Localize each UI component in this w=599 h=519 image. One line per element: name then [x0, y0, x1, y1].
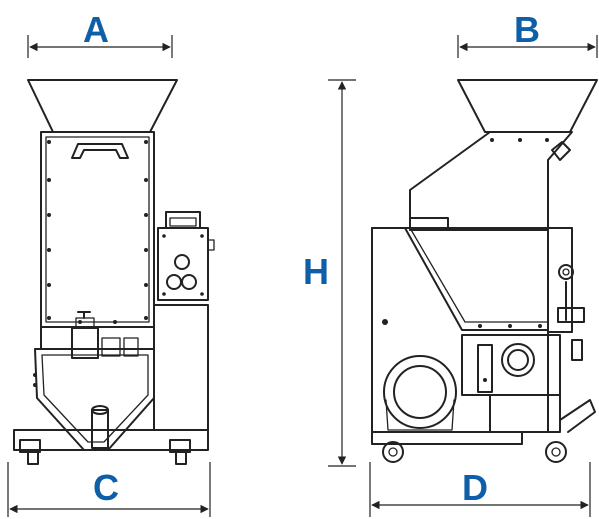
label-a: A	[83, 9, 109, 50]
front-view	[13, 79, 215, 465]
dimension-c	[7, 462, 211, 517]
cabinet-bolts	[47, 140, 148, 324]
label-c: C	[93, 467, 119, 508]
dimension-a	[27, 35, 173, 58]
label-b: B	[514, 9, 540, 50]
side-view	[371, 79, 598, 463]
dimension-b	[457, 35, 598, 58]
dimension-h	[328, 79, 356, 467]
label-d: D	[462, 467, 488, 508]
dimension-d	[369, 462, 591, 517]
label-h: H	[303, 251, 329, 292]
